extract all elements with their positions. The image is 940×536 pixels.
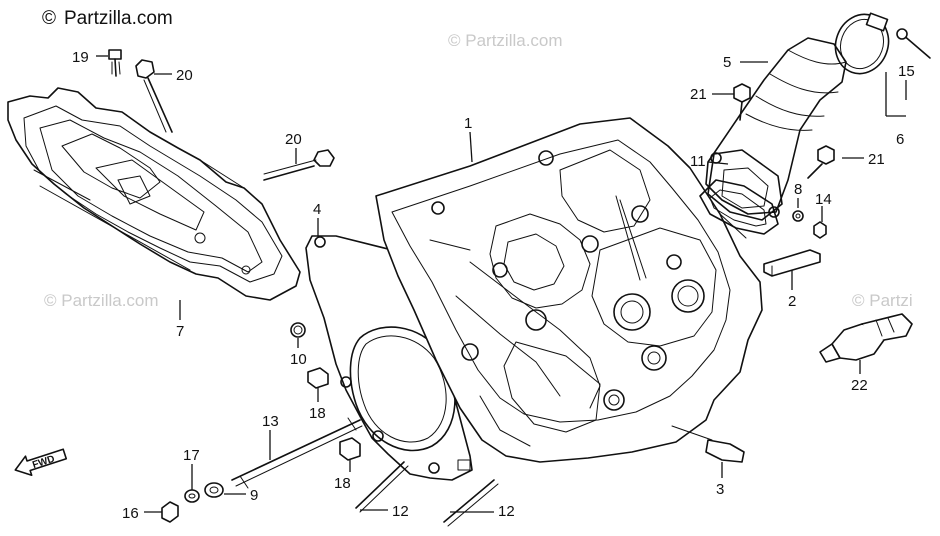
washer-8-drawing bbox=[792, 210, 804, 222]
callout-10: 10 bbox=[290, 351, 307, 368]
stud-12b-drawing bbox=[443, 479, 499, 527]
callout-11: 11 bbox=[690, 153, 706, 170]
nut-16-drawing bbox=[161, 501, 179, 523]
fwd-arrow-icon: FWD bbox=[14, 448, 68, 477]
bolt-20b-drawing bbox=[263, 149, 335, 181]
bolt-14-drawing bbox=[813, 221, 827, 239]
callout-18-a: 18 bbox=[309, 405, 326, 422]
callout-8: 8 bbox=[794, 181, 802, 198]
callout-21-a: 21 bbox=[690, 86, 707, 103]
callout-20-a: 20 bbox=[176, 67, 193, 84]
callout-16: 16 bbox=[122, 505, 139, 522]
watermark-right: © Partzi bbox=[852, 291, 913, 310]
callout-5: 5 bbox=[723, 54, 731, 71]
cylinder-head-cover-drawing bbox=[7, 87, 301, 301]
callout-13: 13 bbox=[262, 413, 279, 430]
callout-6: 6 bbox=[896, 131, 904, 148]
dowel-3-drawing bbox=[671, 425, 745, 463]
bolt-19-drawing bbox=[108, 49, 122, 77]
callout-12-a: 12 bbox=[392, 503, 409, 520]
clamp-screw-15-drawing bbox=[896, 28, 931, 59]
spark-plug-drawing bbox=[819, 313, 913, 363]
callout-15: 15 bbox=[898, 63, 915, 80]
cylinder-head-drawing bbox=[375, 117, 763, 463]
callout-4: 4 bbox=[313, 201, 321, 218]
hose-clamp-drawing bbox=[834, 12, 890, 75]
stud-13-drawing bbox=[231, 417, 363, 489]
callout-12-b: 12 bbox=[498, 503, 515, 520]
intake-joint-drawing bbox=[705, 37, 847, 221]
stud-2-drawing bbox=[763, 249, 821, 277]
callout-21-b: 21 bbox=[868, 151, 885, 168]
brand-copyright-icon: © bbox=[42, 8, 56, 29]
callout-20-b: 20 bbox=[285, 131, 302, 148]
stud-12a-drawing bbox=[355, 461, 409, 513]
callout-numbers: 19 20 20 4 1 5 21 21 15 6 11 8 14 2 22 7… bbox=[72, 49, 915, 522]
leader-lines bbox=[96, 55, 907, 513]
bolt-20a-drawing bbox=[135, 59, 173, 133]
callout-22: 22 bbox=[851, 377, 868, 394]
callout-17: 17 bbox=[183, 447, 200, 464]
callout-14: 14 bbox=[815, 191, 832, 208]
o-ring-10-drawing bbox=[290, 322, 306, 338]
washer-17-drawing bbox=[184, 489, 200, 503]
dowel-18b-drawing bbox=[339, 437, 361, 461]
washer-9-drawing bbox=[204, 482, 224, 498]
callout-19: 19 bbox=[72, 49, 89, 66]
callout-1: 1 bbox=[464, 115, 472, 132]
fwd-label: FWD bbox=[31, 454, 56, 472]
callout-7: 7 bbox=[176, 323, 184, 340]
callout-9: 9 bbox=[250, 487, 258, 504]
watermark-left: © Partzilla.com bbox=[44, 291, 159, 310]
callout-2: 2 bbox=[788, 293, 796, 310]
brand-name: Partzilla.com bbox=[64, 8, 173, 29]
dowel-18a-drawing bbox=[307, 367, 329, 389]
callout-3: 3 bbox=[716, 481, 724, 498]
callout-18-b: 18 bbox=[334, 475, 351, 492]
bolt-21b-drawing bbox=[807, 145, 835, 179]
insulator-gasket-drawing bbox=[699, 179, 779, 235]
brand-logo: © Partzilla.com bbox=[42, 8, 173, 29]
watermark-top: © Partzilla.com bbox=[448, 31, 563, 50]
bolt-21a-drawing bbox=[733, 83, 751, 121]
